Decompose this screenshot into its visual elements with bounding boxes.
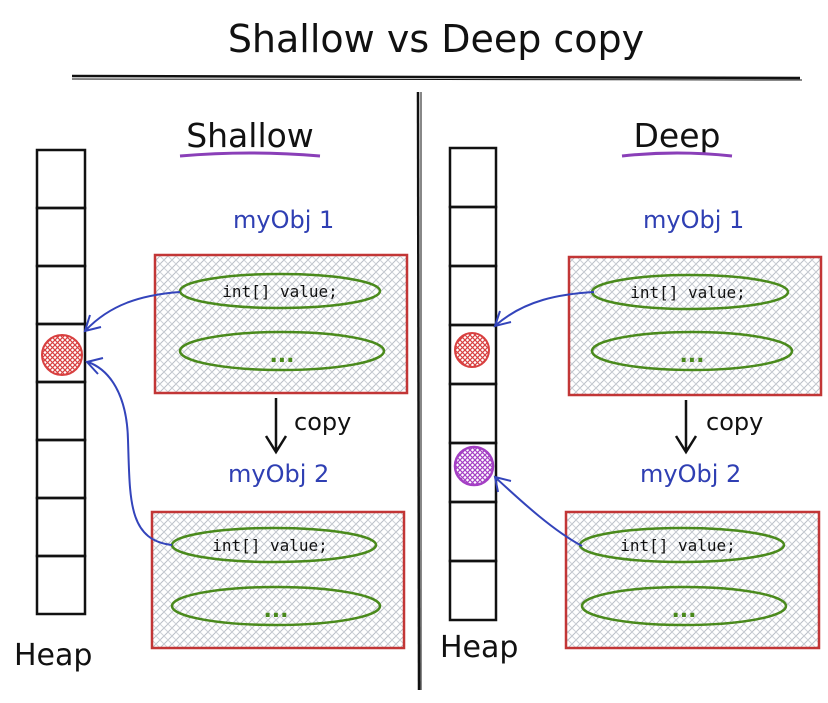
shallow-heading: Shallow [186, 116, 314, 155]
shallow-obj1-field-value-text: int[] value; [222, 282, 338, 301]
shallow-obj1-field-more-text: ... [269, 343, 294, 368]
shallow-copy-label: copy [294, 408, 351, 436]
deep-heap-copied-cell [453, 445, 495, 487]
deep-heap-cell [448, 205, 498, 268]
shallow-obj2-pointer [85, 357, 173, 546]
shallow-panel: Shallow Heap myObj 1 int[] value; ... co… [14, 116, 409, 673]
shallow-obj2-label: myObj 2 [228, 460, 329, 488]
shallow-obj2-field-more [170, 585, 382, 627]
deep-heap-cell [448, 264, 498, 327]
shallow-obj1-field-value [178, 272, 382, 310]
shallow-heading-underline [179, 151, 321, 158]
deep-heap-cell [448, 500, 498, 563]
shallow-heap-cell [35, 264, 87, 326]
deep-copy-label: copy [706, 408, 763, 436]
shallow-heap-shared-cell [41, 334, 83, 376]
deep-heading-underline [621, 151, 733, 158]
deep-obj2-label: myObj 2 [640, 460, 741, 488]
shallow-obj2-field-value-text: int[] value; [212, 536, 328, 555]
deep-panel: Deep Heap myObj 1 int[] value; ... copy … [440, 116, 823, 665]
shallow-obj2-box [150, 510, 406, 650]
deep-obj2-pointer [493, 475, 583, 547]
shallow-obj1-pointer [83, 291, 181, 333]
title-underline-2 [71, 78, 803, 81]
deep-heap-label: Heap [440, 630, 518, 665]
shallow-heap-cell [35, 380, 87, 442]
deep-obj1-field-more [590, 330, 794, 372]
shallow-heap-column [35, 148, 87, 616]
deep-heap-cell [448, 146, 498, 209]
shallow-obj1-box [153, 253, 409, 395]
shallow-heap-cell [35, 438, 87, 500]
deep-obj1-field-more-text: ... [679, 343, 704, 368]
deep-obj2-field-value-text: int[] value; [620, 536, 736, 555]
shallow-obj2-field-more-text: ... [263, 598, 288, 623]
shallow-heap-cell [35, 148, 87, 210]
deep-obj2-field-more-text: ... [671, 598, 696, 623]
deep-heap-cell [448, 382, 498, 445]
deep-obj2-field-more [580, 585, 788, 627]
deep-obj1-field-value-text: int[] value; [630, 283, 746, 302]
title-underline [71, 74, 801, 80]
panel-divider [416, 91, 421, 691]
shallow-heap-label: Heap [14, 638, 92, 673]
deep-obj1-label: myObj 1 [643, 206, 744, 234]
deep-copy-arrow [674, 400, 698, 455]
deep-heading: Deep [634, 116, 721, 155]
diagram-title: Shallow vs Deep copy [228, 17, 644, 61]
deep-obj2-box [564, 510, 821, 650]
shallow-heap-cell [35, 496, 87, 558]
deep-obj1-pointer [493, 291, 595, 328]
shallow-obj1-field-more [178, 330, 386, 372]
deep-heap-column [448, 146, 498, 622]
shallow-copy-arrow [264, 398, 288, 455]
shallow-obj1-label: myObj 1 [233, 206, 334, 234]
shallow-heap-cell [35, 206, 87, 268]
deep-obj1-box [567, 255, 823, 397]
deep-heap-original-cell [454, 332, 490, 368]
shallow-heap-cell [35, 554, 87, 616]
deep-heap-cell [448, 559, 498, 622]
